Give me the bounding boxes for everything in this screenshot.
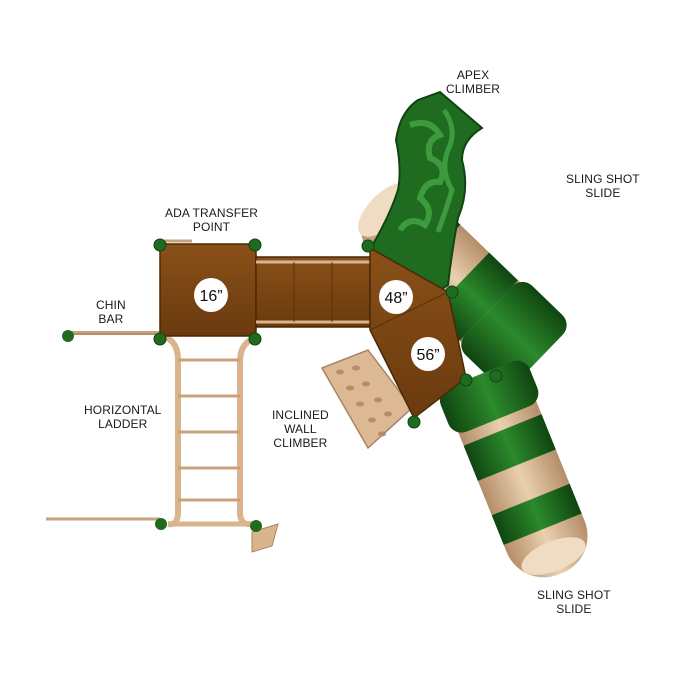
label-horizontal-ladder: HORIZONTAL LADDER (84, 403, 162, 431)
label-sling-shot-slide-bottom: SLING SHOT SLIDE (537, 588, 611, 616)
label-inclined-wall-climber: INCLINED WALL CLIMBER (272, 408, 329, 450)
height-badge-16: 16” (194, 278, 228, 312)
label-apex-climber: APEX CLIMBER (446, 68, 501, 96)
post-caps (153, 238, 503, 429)
label-ada-transfer-point: ADA TRANSFER POINT (165, 206, 258, 234)
bridge-walkway (255, 256, 371, 328)
label-chin-bar: CHIN BAR (96, 298, 126, 326)
horizontal-ladder (46, 333, 279, 553)
height-badge-56: 56” (411, 337, 445, 371)
sling-shot-slide-bottom (439, 360, 588, 578)
apex-climber (371, 90, 484, 292)
height-badge-48: 48” (379, 280, 413, 314)
label-sling-shot-slide-top: SLING SHOT SLIDE (566, 172, 640, 200)
chin-bar (62, 330, 162, 342)
height-text-56: 56” (416, 347, 439, 364)
height-text-16: 16” (199, 288, 222, 305)
height-text-48: 48” (384, 290, 407, 307)
inclined-wall-climber (320, 349, 414, 450)
